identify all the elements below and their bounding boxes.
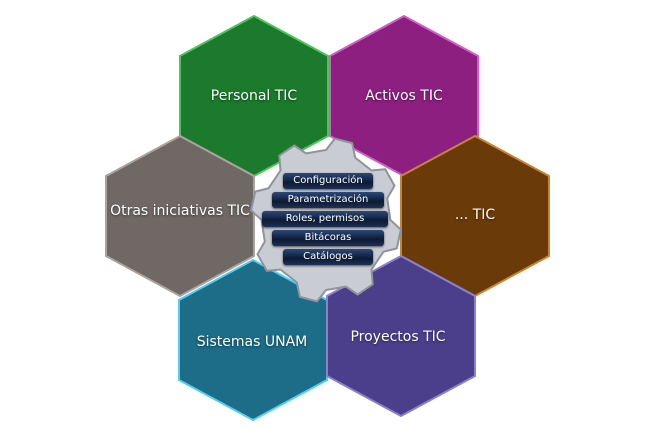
center-item-roles: Roles, permisos: [262, 211, 388, 227]
center-item-catalogos: Catálogos: [283, 249, 373, 265]
center-item-parametrizacion: Parametrización: [272, 192, 384, 208]
hexagon-label: Sistemas UNAM: [196, 334, 308, 350]
center-item-configuracion: Configuración: [283, 173, 373, 189]
center-item-bitacoras: Bitácoras: [272, 230, 384, 246]
hexagon-label: ... TIC: [454, 207, 496, 223]
hexagon-label: Personal TIC: [210, 88, 298, 104]
hexagon-label: Activos TIC: [365, 88, 443, 104]
hexagon-label: Otras iniciativas TIC: [110, 203, 250, 219]
hexagon-otras-iniciativas: [105, 134, 255, 298]
hexagon-label: Proyectos TIC: [350, 329, 446, 345]
hexagon-proyectos-tic: [326, 254, 476, 418]
